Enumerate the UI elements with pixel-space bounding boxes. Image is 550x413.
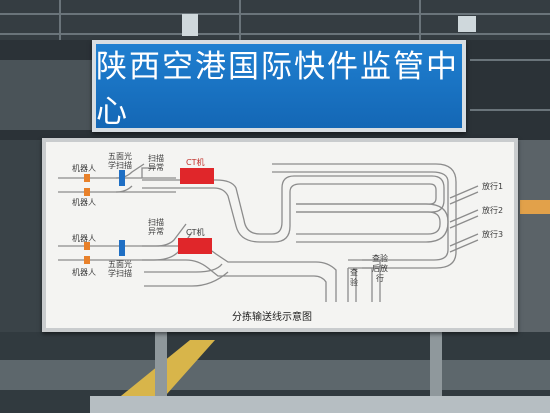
upper-ct-marker (180, 168, 214, 184)
upper-robot-2-label: 机器人 (72, 198, 96, 207)
serpentine-loop-3 (272, 163, 457, 269)
lower-scan-error-label-line1: 扫描 (148, 218, 164, 227)
facility-name-sign: 陕西空港国际快件监管中心 (92, 40, 466, 132)
lower-ct-marker (178, 238, 212, 254)
lower-ct-label: CT机 (186, 228, 205, 237)
sorting-line-diagram-board: 机器人 机器人 机器人 机器人 五面光 学扫描 五面光 学扫描 扫描 异常 扫描… (42, 138, 518, 332)
after-inspection-label-line1: 查验 (372, 254, 388, 263)
inspection-branch (347, 268, 357, 302)
lower-ct-line (142, 245, 337, 302)
upper-scanner-label-line2: 学扫描 (108, 161, 132, 170)
after-inspection-branch (362, 259, 381, 302)
upper-main-line (116, 167, 176, 193)
release-3-label: 放行3 (482, 230, 504, 239)
upper-robot-1-marker (84, 174, 90, 182)
lower-scanner-label-line2: 学扫描 (108, 269, 132, 278)
lower-robot-2-label: 机器人 (72, 268, 96, 277)
lower-return-line (144, 263, 229, 287)
conveyor-diagram (58, 163, 479, 302)
upper-scanner-marker (119, 170, 125, 186)
release-branch-2 (449, 209, 479, 229)
inspection-label-line1: 查 (350, 268, 358, 277)
lower-scan-error-label-line2: 异常 (148, 227, 164, 236)
release-branch-3 (449, 233, 479, 253)
release-branch-1 (449, 185, 479, 205)
facility-name-text: 陕西空港国际快件监管中心 (96, 49, 459, 130)
upper-ct-label: CT机 (186, 158, 205, 167)
lower-scanner-label-line1: 五面光 (108, 260, 132, 269)
lower-robot-1-label: 机器人 (72, 234, 96, 243)
lower-scanner-marker (119, 240, 125, 256)
lower-robot-2-marker (84, 256, 90, 264)
release-2-label: 放行2 (482, 206, 504, 215)
upper-scan-error-label-line1: 扫描 (148, 154, 164, 163)
upper-robot-2-marker (84, 188, 90, 196)
upper-robot-1-label: 机器人 (72, 164, 96, 173)
upper-scan-error-label-line2: 异常 (148, 163, 164, 172)
lower-robot-1-marker (84, 242, 90, 250)
upper-ct-line-inner (142, 183, 437, 243)
diagram-caption: 分拣输送线示意图 (232, 312, 312, 323)
serpentine-loop-4 (272, 171, 449, 261)
serpentine-loop-2 (296, 203, 449, 243)
after-inspection-label-line2: 后放 (372, 264, 388, 273)
upper-ct-line (142, 175, 445, 235)
inspection-label-line2: 验 (350, 278, 358, 287)
release-1-label: 放行1 (482, 182, 504, 191)
upper-robot-line-bottom (58, 185, 133, 193)
upper-scanner-label-line1: 五面光 (108, 152, 132, 161)
after-inspection-label-line3: 行 (376, 274, 384, 283)
serpentine-loop-1 (296, 211, 441, 235)
